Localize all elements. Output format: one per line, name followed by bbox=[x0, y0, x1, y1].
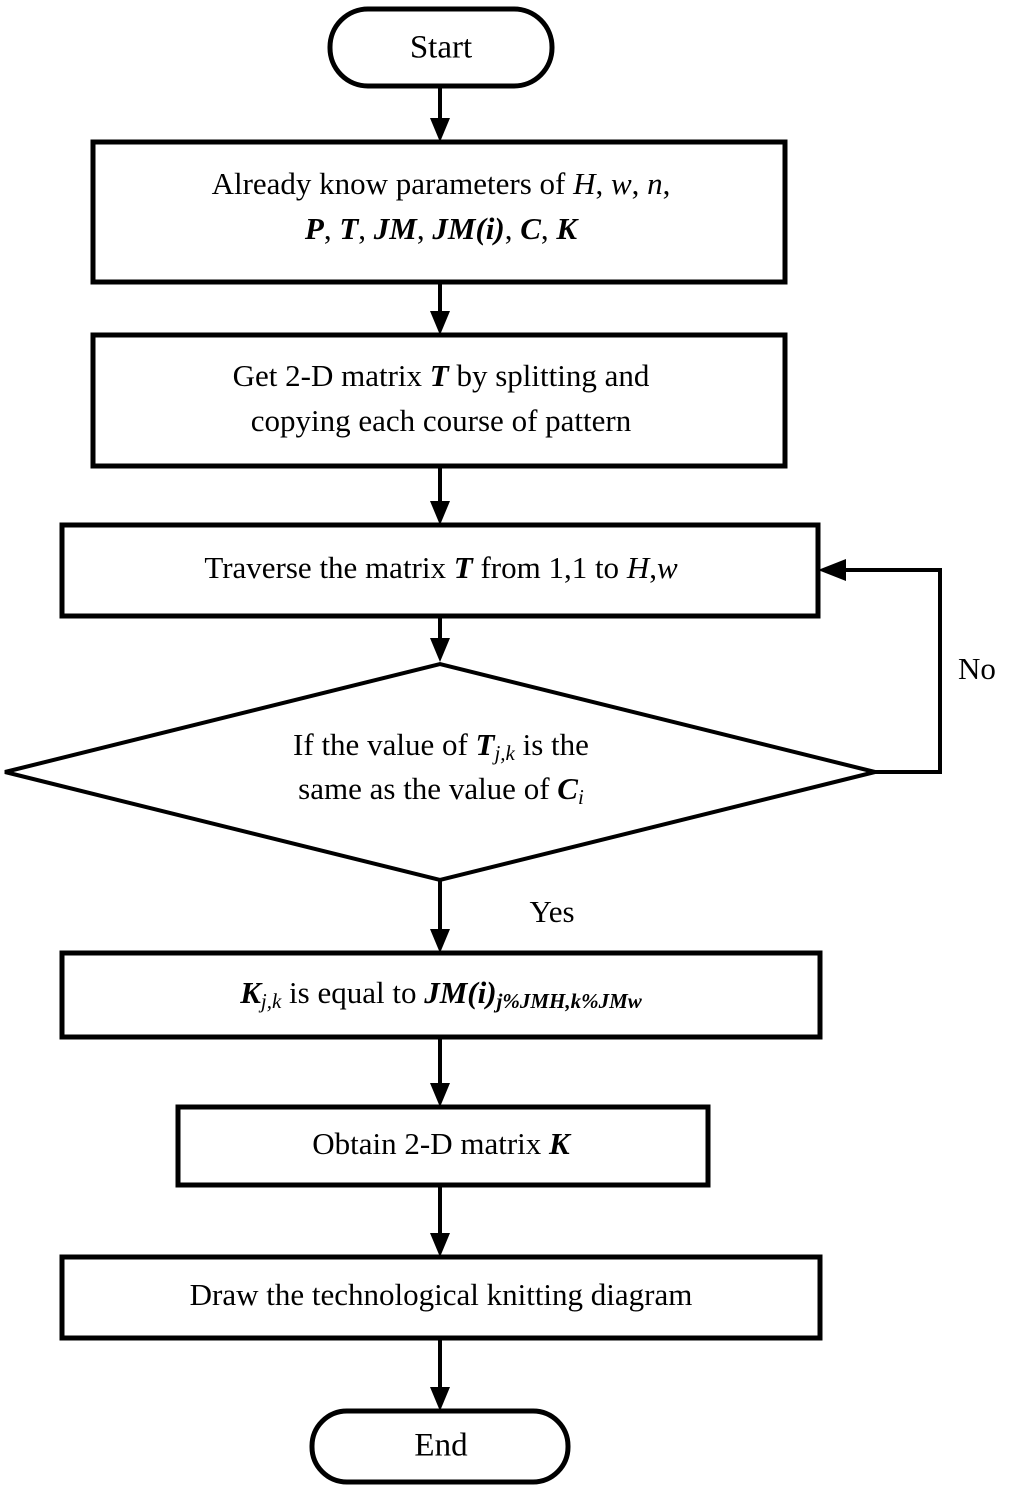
traverse-matrix-box bbox=[59, 522, 821, 619]
node-known-parameters[interactable]: Already know parameters of H, w, n, P, T… bbox=[90, 139, 788, 285]
obtain-matrix-k-box bbox=[175, 1104, 711, 1188]
known-parameters-line2: P, T, JM, JM(i), C, K bbox=[304, 211, 579, 246]
connector-start-to-params bbox=[430, 86, 450, 142]
edge-label-yes: Yes bbox=[529, 894, 574, 929]
start-label: Start bbox=[410, 30, 472, 66]
node-start[interactable]: Start bbox=[327, 6, 555, 89]
get-matrix-t-line1: Get 2-D matrix T by splitting and bbox=[233, 358, 650, 393]
node-draw-diagram[interactable]: Draw the technological knitting diagram bbox=[59, 1254, 823, 1341]
connector-obtaink-to-draw bbox=[430, 1185, 450, 1257]
connector-traverse-to-decision bbox=[430, 616, 450, 662]
known-parameters-line1: Already know parameters of H, w, n, bbox=[212, 166, 671, 201]
start-terminal-shape bbox=[327, 6, 555, 89]
obtain-matrix-k-label: Obtain 2-D matrix K bbox=[312, 1126, 572, 1161]
end-terminal-shape bbox=[309, 1408, 571, 1485]
connector-draw-to-end bbox=[430, 1338, 450, 1411]
assign-k-box bbox=[59, 950, 823, 1040]
node-get-matrix-t[interactable]: Get 2-D matrix T by splitting and copyin… bbox=[90, 332, 788, 469]
assign-k-label: Kj,k is equal to JM(i)j%JMH,k%JMw bbox=[239, 975, 643, 1013]
node-traverse-matrix[interactable]: Traverse the matrix T from 1,1 to H,w bbox=[59, 522, 821, 619]
known-parameters-box bbox=[90, 139, 788, 285]
decision-diamond-shape bbox=[4, 661, 876, 883]
node-decision-value-compare[interactable]: If the value of Tj,k is the same as the … bbox=[4, 661, 876, 883]
decision-line2: same as the value of Ci bbox=[298, 771, 584, 809]
connector-matrixt-to-traverse bbox=[430, 466, 450, 525]
get-matrix-t-line2: copying each course of pattern bbox=[251, 403, 632, 438]
decision-line1: If the value of Tj,k is the bbox=[293, 727, 589, 765]
node-obtain-matrix-k[interactable]: Obtain 2-D matrix K bbox=[175, 1104, 711, 1188]
edge-label-no: No bbox=[958, 651, 996, 686]
draw-diagram-box bbox=[59, 1254, 823, 1341]
get-matrix-t-box bbox=[90, 332, 788, 469]
connector-decision-no-feedback-loop bbox=[818, 559, 942, 774]
connector-decision-yes-to-assignk bbox=[430, 880, 450, 953]
traverse-matrix-label: Traverse the matrix T from 1,1 to H,w bbox=[204, 550, 678, 585]
end-label: End bbox=[414, 1428, 468, 1464]
draw-diagram-label: Draw the technological knitting diagram bbox=[190, 1277, 693, 1312]
connector-params-to-matrixt bbox=[430, 282, 450, 335]
connector-assignk-to-obtaink bbox=[430, 1037, 450, 1107]
node-assign-k[interactable]: Kj,k is equal to JM(i)j%JMH,k%JMw bbox=[59, 950, 823, 1040]
node-end[interactable]: End bbox=[309, 1408, 571, 1485]
